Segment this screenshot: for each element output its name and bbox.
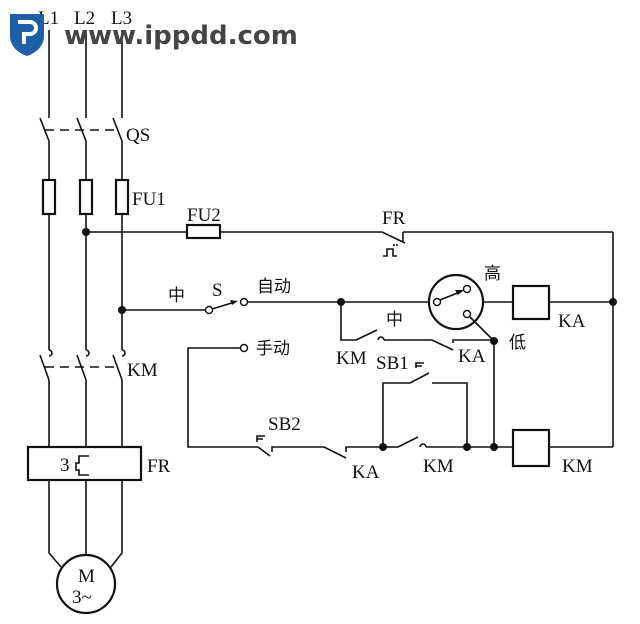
motor-symbol (55, 553, 117, 615)
sb2-pushbutton-icon (256, 435, 265, 442)
mode-auto-label: 自动 (257, 277, 291, 297)
km-aux-contact (355, 329, 378, 341)
thermal-element-icon (75, 455, 89, 476)
selector-switch-s (211, 301, 236, 310)
fr-contact-label: FR (382, 208, 406, 229)
neutral-label: 中 (168, 286, 185, 306)
gauge-high-label: 高 (484, 264, 501, 284)
motor-type: 3~ (72, 587, 92, 608)
qs-label: QS (126, 125, 150, 146)
phase-lines (39, 30, 123, 180)
ka-coil-label: KA (558, 311, 586, 332)
sb2-label: SB2 (268, 414, 301, 435)
fu1-label: FU1 (132, 189, 166, 210)
fr-overload-block (26, 445, 143, 482)
motor-label: M (78, 566, 95, 587)
km-coil-label: KM (562, 456, 593, 477)
km-aux-label: KM (336, 348, 367, 369)
watermark: www.ippdd.com (10, 14, 298, 56)
km-main-contacts (39, 349, 126, 447)
fu1-fuses (41, 178, 130, 216)
sb1-label: SB1 (376, 353, 409, 374)
km-hold-label: KM (423, 456, 454, 477)
selector-label: S (212, 280, 223, 301)
fu2-fuse (185, 223, 222, 240)
ka-contact-lower (323, 446, 347, 459)
thermal-actuator-icon (383, 248, 397, 257)
sb2-stop-button[interactable] (257, 446, 271, 457)
fr-overload-count: 3 (60, 455, 70, 476)
watermark-text: www.ippdd.com (64, 21, 298, 51)
fu2-label: FU2 (187, 205, 221, 226)
gauge-low-label: 低 (509, 333, 526, 353)
km-main-label: KM (127, 360, 158, 381)
ka-contact-upper (431, 339, 454, 351)
phase-label-l3: L3 (111, 8, 132, 29)
ka-contact-upper-label: KA (458, 346, 486, 367)
mode-manual-label: 手动 (256, 339, 290, 359)
km-contactor-coil (511, 428, 551, 468)
ka-relay-coil (511, 284, 551, 321)
ka-contact-lower-label: KA (352, 462, 380, 483)
gauge-mid-label: 中 (386, 310, 403, 330)
fr-overload-label: FR (147, 456, 171, 477)
km-hold-contact (397, 436, 419, 448)
sb1-start-button[interactable] (409, 372, 430, 384)
sb1-pushbutton-icon (415, 362, 424, 368)
phase-label-l2: L2 (74, 8, 95, 29)
fr-nc-contact (381, 231, 406, 244)
